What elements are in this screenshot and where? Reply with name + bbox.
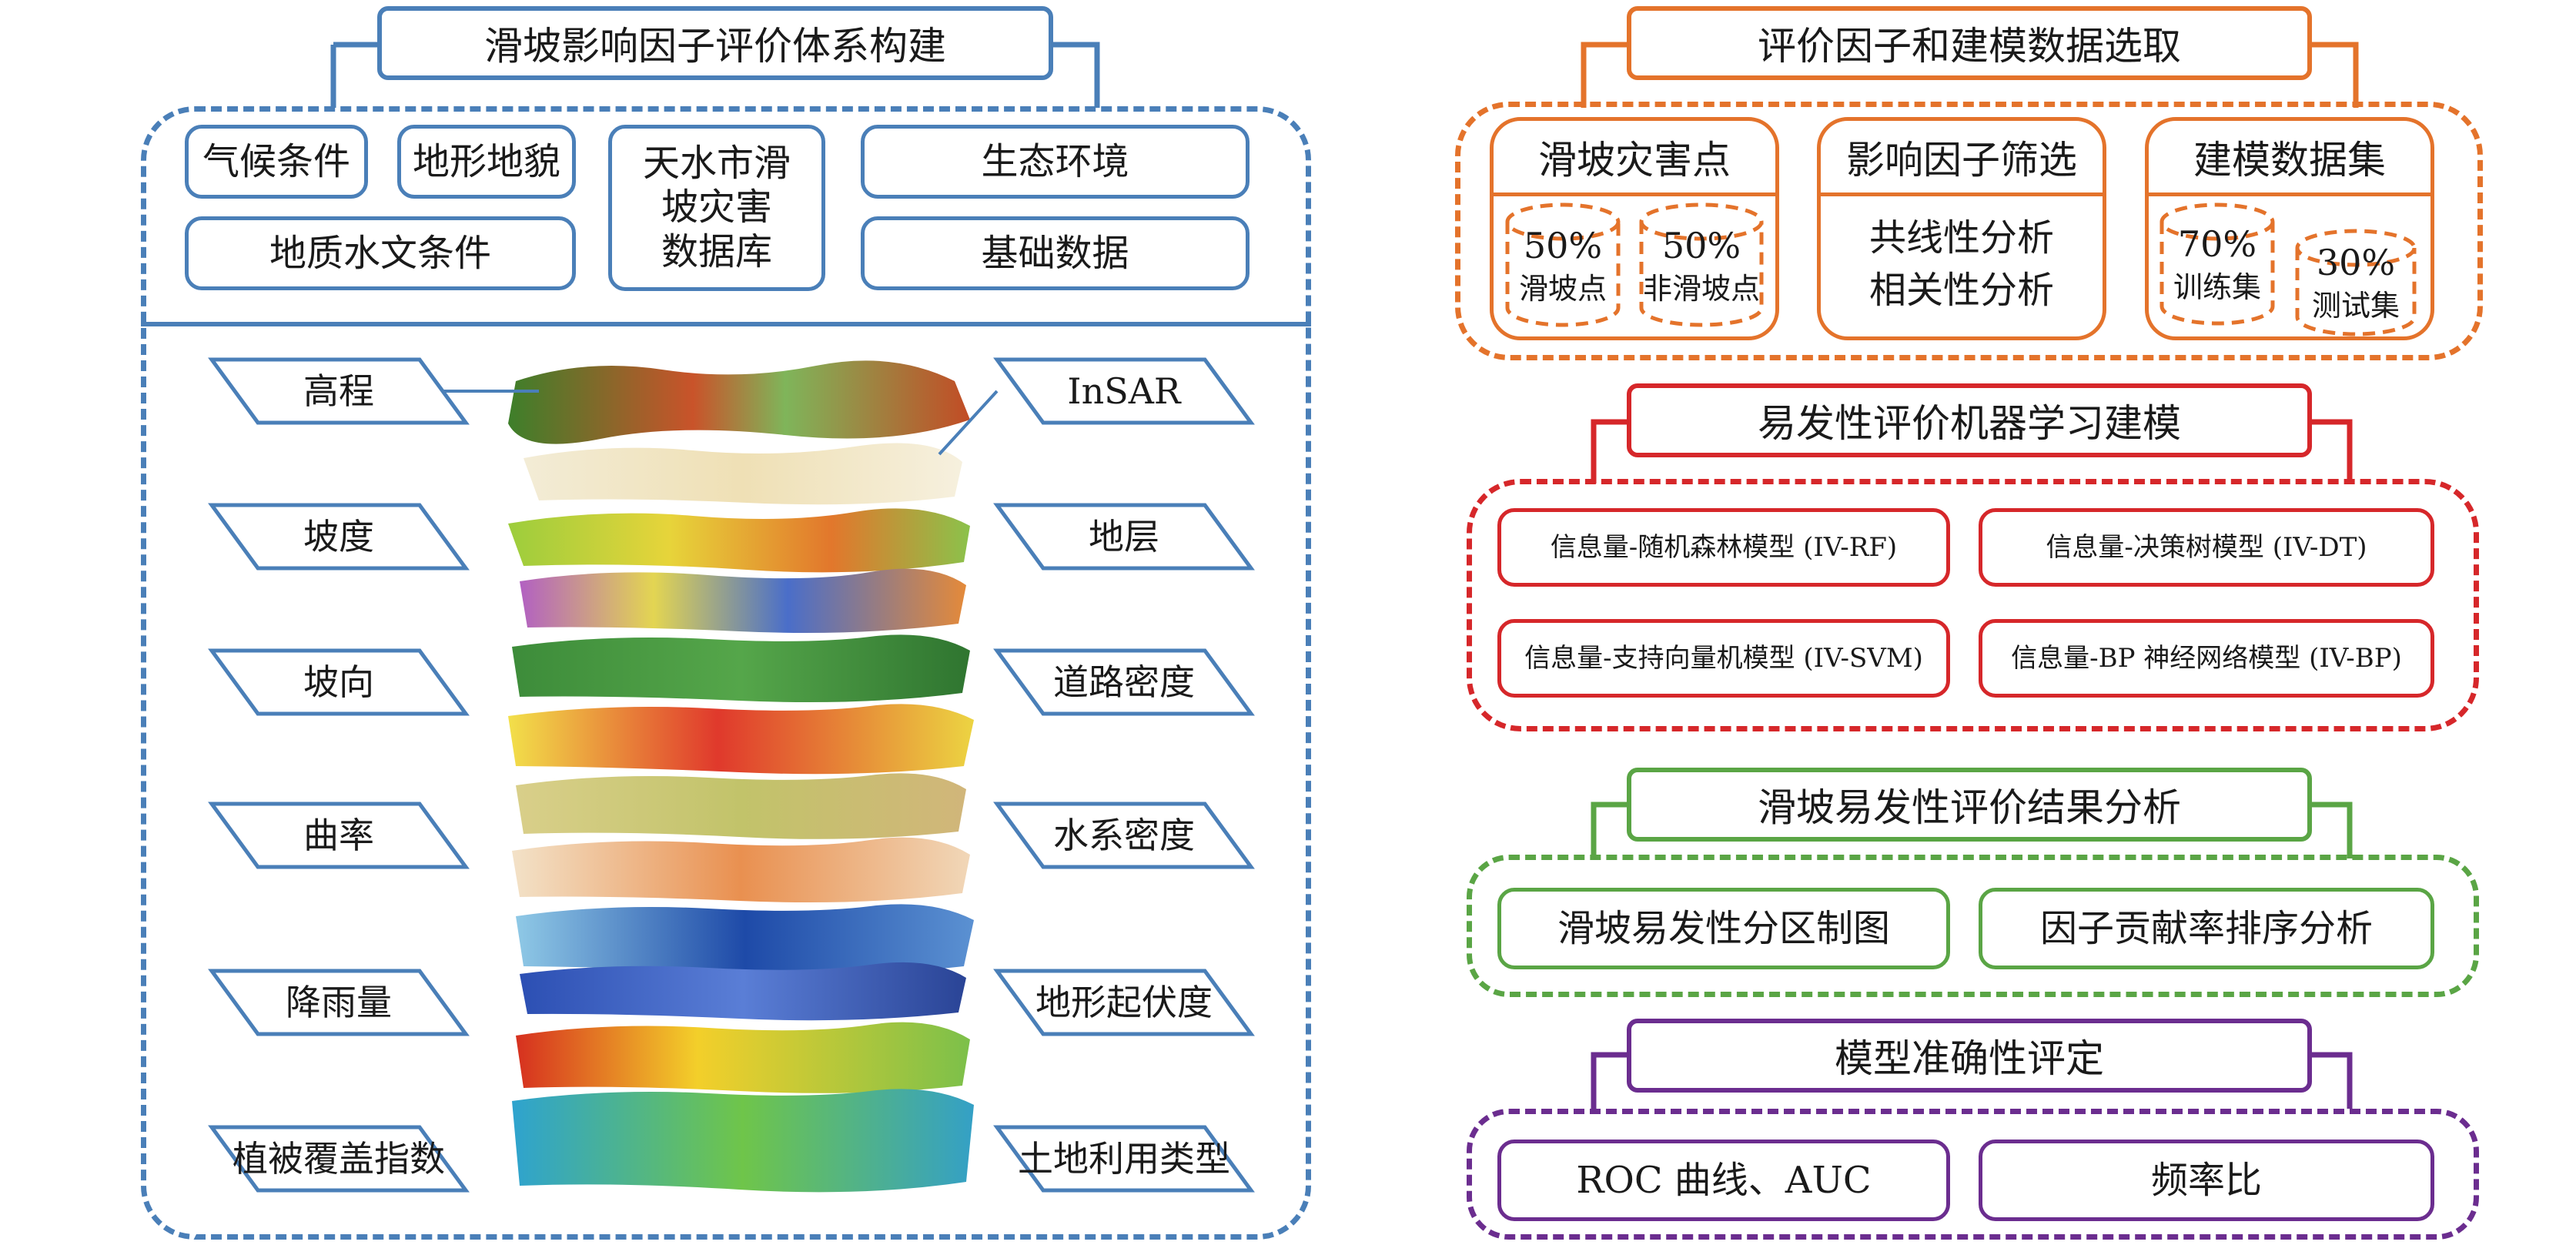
factor-left-0-label: 高程 [303, 370, 374, 412]
s2-title: 易发性评价机器学习建模 [1627, 383, 2312, 457]
factor-left-3-label: 曲率 [303, 815, 374, 856]
factor-left-0: 高程 [208, 357, 539, 425]
cyl-landslide-pct: 50% [1523, 225, 1603, 267]
s4-roc-auc: ROC 曲线、AUC [1497, 1140, 1950, 1221]
factor-right-2-label: 道路密度 [1053, 661, 1195, 703]
box-geology: 地质水文条件 [185, 216, 576, 290]
s3-mapping: 滑坡易发性分区制图 [1497, 888, 1950, 969]
box-ecology: 生态环境 [861, 125, 1250, 199]
s1-col2 [1817, 117, 2106, 340]
cyl-test: 30% 测试集 [2297, 231, 2414, 334]
s1-col2-line1: 共线性分析 [1868, 216, 2054, 259]
s1-col3-divider [2149, 192, 2430, 196]
left-panel-divider [141, 322, 1311, 326]
s1-title: 评价因子和建模数据选取 [1627, 6, 2312, 80]
database-line-1: 天水市滑 [642, 141, 791, 185]
factor-left-4-label: 降雨量 [286, 982, 392, 1023]
s1-col1 [1490, 117, 1779, 340]
s3-frame [1467, 855, 2479, 997]
s1-col3-title: 建模数据集 [2193, 138, 2386, 182]
box-database: 天水市滑 坡灾害 数据库 [608, 125, 825, 291]
factor-left-3: 曲率 [208, 802, 470, 869]
left-panel-frame [141, 106, 1311, 1240]
factor-right-1: 地层 [993, 503, 1255, 571]
s1-col1-title: 滑坡灾害点 [1538, 138, 1731, 182]
s1-frame [1455, 102, 2483, 360]
s3-factor-ranking: 因子贡献率排序分析 [1979, 888, 2434, 969]
cyl-nonlandslide: 50% 非滑坡点 [1641, 208, 1761, 323]
cyl-landslide: 50% 滑坡点 [1507, 208, 1618, 323]
s1-col2-title: 影响因子筛选 [1846, 138, 2077, 182]
factor-left-1: 坡度 [208, 503, 470, 571]
cyl-nonlandslide-label: 非滑坡点 [1642, 272, 1760, 306]
factor-left-2-label: 坡向 [303, 661, 374, 703]
s3-title: 滑坡易发性评价结果分析 [1627, 768, 2312, 842]
cyl-train-label: 训练集 [2173, 270, 2261, 305]
box-basic: 基础数据 [861, 216, 1250, 290]
factor-left-2: 坡向 [208, 648, 470, 716]
factor-left-5-label: 植被覆盖指数 [233, 1138, 445, 1180]
box-climate: 气候条件 [185, 125, 368, 199]
factor-right-2: 道路密度 [993, 648, 1255, 716]
s2-frame [1467, 479, 2479, 731]
left-title: 滑坡影响因子评价体系构建 [377, 6, 1053, 80]
database-line-3: 数据库 [661, 229, 772, 273]
cyl-test-label: 测试集 [2311, 289, 2400, 323]
cyl-landslide-label: 滑坡点 [1518, 272, 1607, 306]
factor-right-4: 地形起伏度 [993, 969, 1255, 1036]
cyl-test-pct: 30% [2316, 242, 2396, 284]
cyl-train: 70% 训练集 [2162, 206, 2273, 322]
factor-left-4: 降雨量 [208, 969, 470, 1036]
model-iv-svm: 信息量-支持向量机模型 (IV-SVM) [1497, 619, 1950, 698]
factor-left-5: 植被覆盖指数 [208, 1125, 470, 1193]
factor-right-3: 水系密度 [993, 802, 1255, 869]
database-line-2: 坡灾害 [661, 186, 772, 229]
s1-col1-divider [1494, 192, 1775, 196]
s4-frame [1467, 1109, 2479, 1240]
factor-map-stack [508, 360, 974, 1193]
factor-right-1-label: 地层 [1089, 516, 1159, 557]
s1-col3 [2145, 117, 2434, 340]
model-iv-rf: 信息量-随机森林模型 (IV-RF) [1497, 508, 1950, 587]
factor-left-1-label: 坡度 [303, 516, 374, 557]
cyl-train-pct: 70% [2177, 223, 2257, 266]
box-terrain: 地形地貌 [397, 125, 576, 199]
factor-right-3-label: 水系密度 [1053, 815, 1195, 856]
factor-right-0: InSAR [938, 357, 1255, 456]
factor-right-4-label: 地形起伏度 [1035, 982, 1213, 1023]
factor-right-0-label: InSAR [1067, 370, 1182, 412]
cyl-nonlandslide-pct: 50% [1661, 225, 1741, 267]
s4-title: 模型准确性评定 [1627, 1019, 2312, 1093]
model-iv-dt: 信息量-决策树模型 (IV-DT) [1979, 508, 2434, 587]
s1-col2-line2: 相关性分析 [1868, 269, 2054, 312]
s4-frequency-ratio: 频率比 [1979, 1140, 2434, 1221]
factor-right-5-label: 土地利用类型 [1018, 1138, 1230, 1180]
factor-right-5: 土地利用类型 [993, 1125, 1255, 1193]
s1-col2-divider [1821, 192, 2103, 196]
model-iv-bp: 信息量-BP 神经网络模型 (IV-BP) [1979, 619, 2434, 698]
